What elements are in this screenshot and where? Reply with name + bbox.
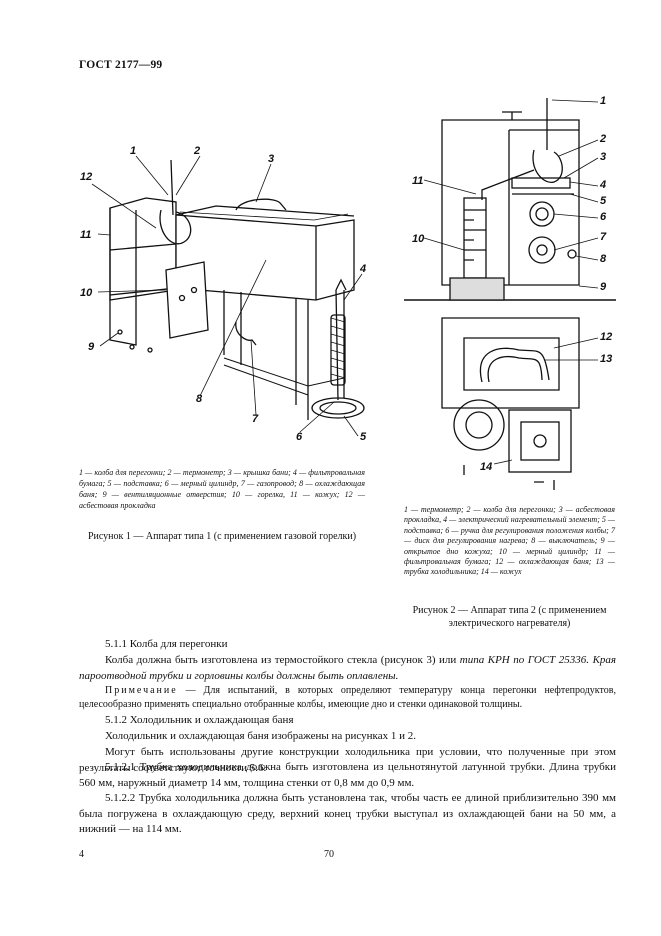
section-5-1-2-1: 5.1.2.1 Трубка холодильника должна быть … (79, 761, 616, 789)
note-label: Примечание (105, 685, 178, 696)
note-text: — Для испытаний, в которых определяют те… (79, 685, 616, 710)
svg-text:10: 10 (412, 233, 425, 245)
section-5-1-2-body-2: Могут быть использованы другие конструкц… (79, 746, 616, 774)
page-number-center: 70 (324, 849, 334, 860)
svg-text:3: 3 (600, 151, 606, 163)
svg-text:12: 12 (80, 171, 92, 183)
section-5-1-2-heading: 5.1.2 Холодильник и охлаждающая баня (105, 714, 294, 726)
svg-text:11: 11 (80, 229, 91, 241)
svg-text:4: 4 (359, 263, 366, 275)
figure-1-legend: 1 — колба для перегонки; 2 — термометр; … (79, 468, 365, 510)
standard-header: ГОСТ 2177—99 (79, 59, 163, 71)
svg-text:8: 8 (600, 253, 607, 265)
svg-text:3: 3 (268, 153, 274, 165)
svg-text:2: 2 (193, 145, 200, 157)
svg-text:1: 1 (130, 145, 136, 157)
svg-text:12: 12 (600, 331, 612, 343)
svg-text:2: 2 (599, 133, 606, 145)
section-5-1-1-body: Колба должна быть изготовлена из термост… (79, 653, 616, 684)
svg-text:11: 11 (412, 175, 423, 187)
svg-text:8: 8 (196, 393, 203, 405)
figure-1-title: Рисунок 1 — Аппарат типа 1 (с применение… (87, 531, 357, 542)
svg-text:1: 1 (600, 95, 606, 107)
svg-text:9: 9 (88, 341, 95, 353)
svg-text:10: 10 (80, 287, 93, 299)
note: Примечание — Для испытаний, в которых оп… (79, 684, 616, 712)
section-5-1-1-heading: 5.1.1 Колба для перегонки (105, 638, 228, 650)
section-5-1-2-body-1: Холодильник и охлаждающая баня изображен… (105, 730, 416, 742)
svg-text:6: 6 (296, 431, 303, 443)
svg-text:6: 6 (600, 211, 607, 223)
svg-text:4: 4 (599, 179, 606, 191)
section-5-1-1-body-b: типа КРН по ГОСТ 25336. Края пароотводно… (79, 654, 616, 682)
svg-text:9: 9 (600, 281, 607, 293)
svg-text:7: 7 (600, 231, 607, 243)
svg-text:14: 14 (480, 461, 492, 473)
page-number-left: 4 (79, 849, 84, 860)
svg-text:13: 13 (600, 353, 612, 365)
section-5-1-1-body-a: Колба должна быть изготовлена из термост… (105, 654, 460, 666)
svg-text:5: 5 (360, 431, 367, 443)
svg-text:5: 5 (600, 195, 607, 207)
section-5-1-2-2: 5.1.2.2 Трубка холодильника должна быть … (79, 792, 616, 835)
svg-text:7: 7 (252, 413, 259, 425)
figure-2-title: Рисунок 2 — Аппарат типа 2 (с применение… (412, 605, 607, 629)
figure-2-legend: 1 — термометр; 2 — колба для перегонки; … (404, 505, 615, 577)
